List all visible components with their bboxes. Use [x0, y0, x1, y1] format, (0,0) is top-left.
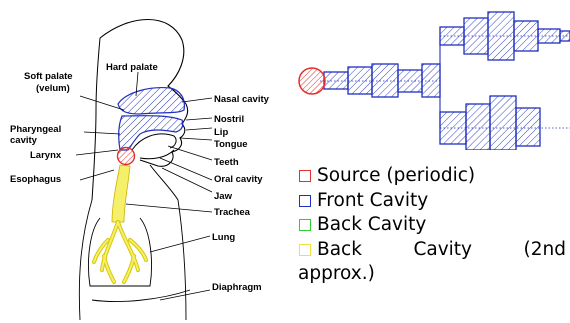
- nasal-cavity-shape: [118, 88, 184, 114]
- lower-branch-sections: [440, 96, 540, 150]
- legend-label-source: Source (periodic): [317, 164, 475, 189]
- legend-label-back2-cont: approx.): [298, 262, 566, 287]
- legend-swatch-front: [299, 195, 311, 207]
- label-esophagus: Esophagus: [10, 174, 61, 185]
- legend-item-back2: Back Cavity (2nd: [298, 238, 566, 263]
- tube-model-diagram: [290, 0, 570, 150]
- source-circle: [299, 68, 325, 94]
- legend-swatch-back2: [299, 244, 311, 256]
- neck-front-outline: [150, 165, 178, 200]
- label-hard-palate: Hard palate: [106, 62, 158, 73]
- trachea-shape: [112, 165, 130, 222]
- legend: Source (periodic) Front Cavity Back Cavi…: [298, 164, 566, 287]
- legend-label-back: Back Cavity: [317, 213, 426, 238]
- label-lip: Lip: [214, 127, 228, 138]
- label-jaw: Jaw: [214, 191, 233, 202]
- label-nasal-cavity: Nasal cavity: [214, 94, 270, 105]
- label-lung: Lung: [212, 232, 235, 243]
- legend-item-back: Back Cavity: [298, 213, 566, 238]
- vocal-tract-anatomy-diagram: Hard palate Soft palate (velum) Nasal ca…: [0, 0, 290, 323]
- label-oral-cavity: Oral cavity: [214, 174, 263, 185]
- legend-label-front: Front Cavity: [317, 189, 428, 214]
- label-nostril: Nostril: [214, 114, 244, 125]
- larynx-source-circle: [118, 148, 135, 165]
- label-teeth: Teeth: [214, 157, 239, 168]
- legend-swatch-back: [299, 219, 311, 231]
- body-right-outline: [178, 200, 186, 320]
- main-tube-sections: [324, 64, 440, 97]
- label-tongue: Tongue: [214, 139, 248, 150]
- label-pharyngeal-cavity-2: cavity: [10, 135, 38, 146]
- legend-item-front: Front Cavity: [298, 189, 566, 214]
- label-diaphragm: Diaphragm: [212, 282, 262, 293]
- label-soft-palate: Soft palate: [24, 71, 73, 82]
- diaphragm-outline: [92, 290, 190, 302]
- label-trachea: Trachea: [214, 207, 251, 218]
- upper-branch-sections: [440, 12, 570, 60]
- jaw-shape: [140, 150, 174, 159]
- bronchial-tree: [94, 222, 146, 282]
- label-larynx: Larynx: [30, 150, 62, 161]
- body-left-outline: [79, 200, 92, 320]
- legend-item-source: Source (periodic): [298, 164, 566, 189]
- label-pharyngeal-cavity: Pharyngeal: [10, 124, 61, 135]
- label-soft-palate-velum: (velum): [36, 83, 70, 94]
- legend-swatch-source: [299, 170, 311, 182]
- oral-cavity-shape: [119, 116, 183, 150]
- legend-label-back2: Back Cavity (2nd: [317, 238, 566, 263]
